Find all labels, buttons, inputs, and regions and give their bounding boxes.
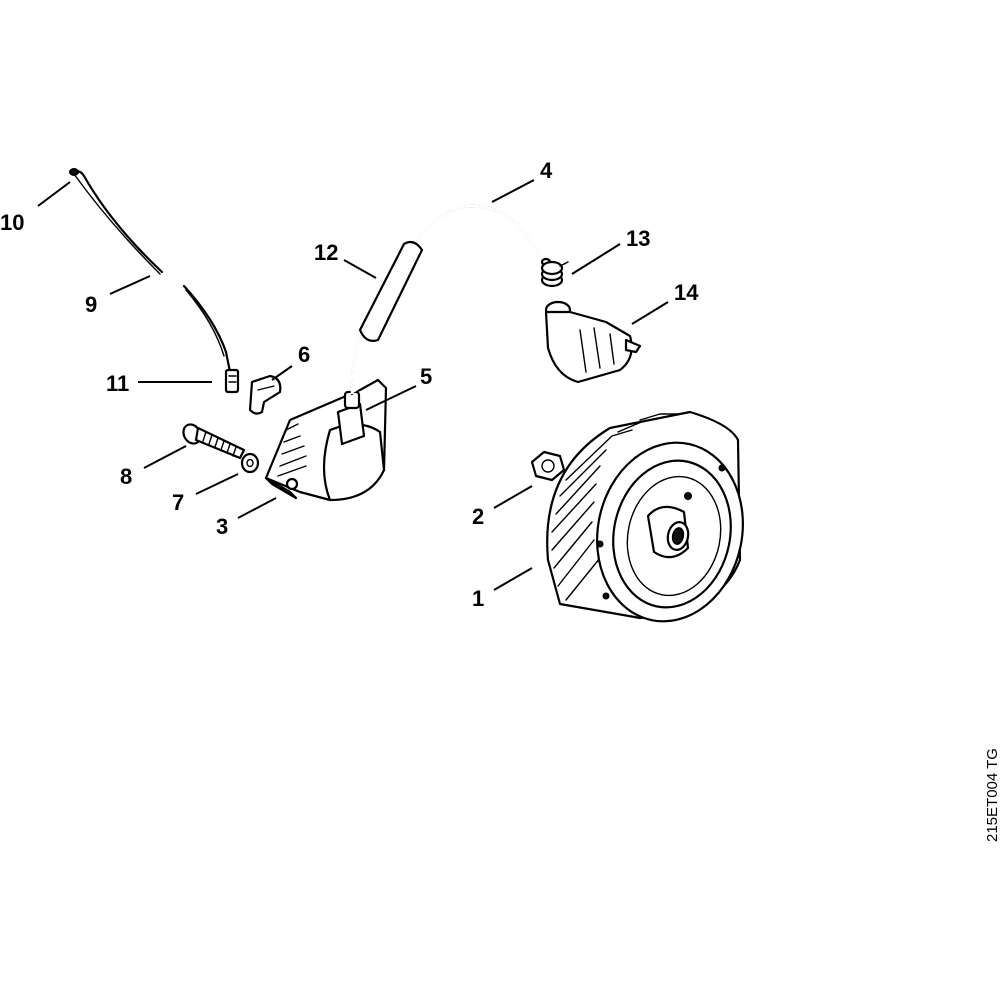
- callout-5: 5: [420, 364, 432, 389]
- leader-2: [493, 485, 533, 509]
- spark-plug-boot: [544, 300, 642, 384]
- callout-6: 6: [298, 342, 310, 367]
- callout-2: 2: [472, 504, 484, 529]
- ignition-module: [264, 378, 388, 502]
- callout-7: 7: [172, 490, 184, 515]
- leader-8: [143, 445, 187, 469]
- callout-11: 11: [106, 371, 129, 396]
- hex-nut: [530, 450, 566, 482]
- callout-8: 8: [120, 464, 132, 489]
- leader-4: [491, 179, 535, 203]
- callout-13: 13: [626, 226, 650, 251]
- ignition-lead: [350, 204, 552, 396]
- terminal-connector: [224, 368, 240, 394]
- clip-part: [248, 374, 282, 415]
- leader-12: [343, 259, 377, 279]
- callout-10: 10: [0, 210, 24, 235]
- spring: [540, 260, 569, 288]
- callout-1: 1: [472, 586, 484, 611]
- screw: [182, 423, 246, 460]
- callout-12: 12: [314, 240, 338, 265]
- washer: [240, 452, 260, 474]
- callout-14: 14: [674, 280, 699, 305]
- leader-13: [571, 243, 621, 275]
- leader-14: [631, 301, 669, 325]
- leader-6: [271, 365, 293, 381]
- flywheel: [546, 410, 744, 623]
- leader-3: [237, 497, 277, 519]
- callout-labels: 10 9 11 6 5 8 7 3 12 4 13 14 2 1: [0, 158, 699, 611]
- callout-9: 9: [85, 292, 97, 317]
- leader-7: [195, 473, 239, 495]
- leader-1: [493, 567, 533, 591]
- callout-3: 3: [216, 514, 228, 539]
- leader-lines: [37, 179, 669, 591]
- leader-10: [37, 181, 71, 207]
- leader-5: [365, 385, 417, 411]
- leader-9: [109, 275, 151, 295]
- callout-4: 4: [540, 158, 553, 183]
- drawing-code: 215ET004 TG: [984, 748, 1000, 842]
- ground-wire: [69, 168, 232, 374]
